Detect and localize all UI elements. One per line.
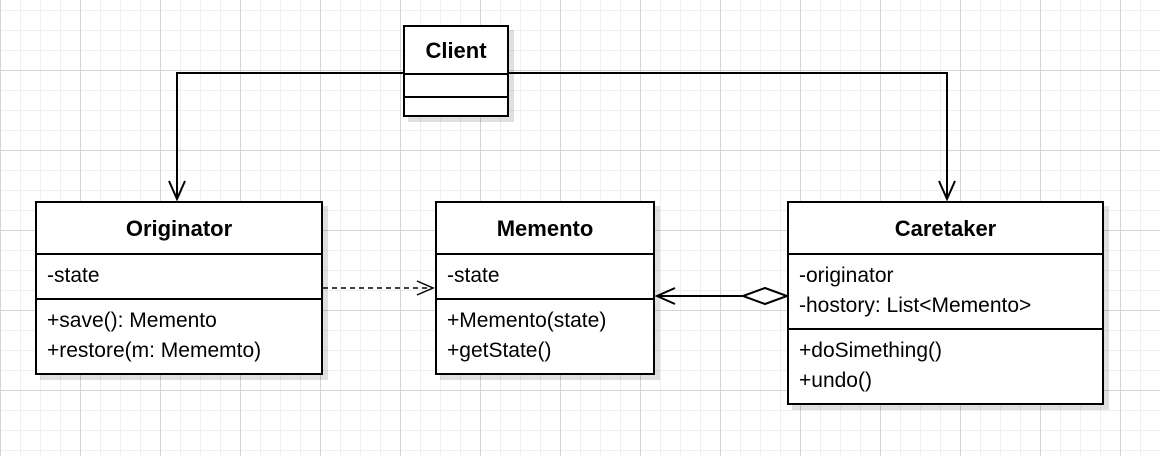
association-client-originator[interactable] [168, 72, 403, 202]
operations-section: +save(): Memento +restore(m: Mememto) [37, 300, 321, 366]
operation: +save(): Memento [47, 309, 217, 332]
association-client-caretaker[interactable] [509, 72, 956, 202]
open-arrowhead [168, 180, 186, 202]
attributes-section [405, 75, 507, 98]
operations-section: +Memento(state) +getState() [437, 300, 653, 366]
operation: +doSimething() [799, 339, 942, 362]
aggregation-diamond [740, 286, 790, 306]
class-caretaker[interactable]: Caretaker -originator -hostory: List<Mem… [787, 201, 1104, 405]
class-name: Originator [37, 203, 321, 255]
attribute: -state [447, 264, 500, 287]
open-arrowhead [654, 287, 676, 305]
attributes-section: -state [37, 255, 321, 300]
class-client[interactable]: Client [403, 25, 509, 117]
operation: +Memento(state) [447, 309, 607, 332]
dependency-originator-memento[interactable] [323, 280, 435, 296]
operations-section: +doSimething() +undo() [789, 330, 1102, 396]
operations-section [405, 98, 507, 117]
operation: +restore(m: Mememto) [47, 339, 262, 362]
class-name: Caretaker [789, 203, 1102, 255]
class-memento[interactable]: Memento -state +Memento(state) +getState… [435, 201, 655, 375]
operation: +undo() [799, 369, 872, 392]
class-name: Memento [437, 203, 653, 255]
aggregation-caretaker-memento[interactable] [654, 286, 790, 306]
attributes-section: -state [437, 255, 653, 300]
open-arrowhead [938, 180, 956, 202]
open-arrowhead [416, 280, 435, 296]
operation: +getState() [447, 339, 552, 362]
attribute: -originator [799, 264, 894, 287]
attribute: -state [47, 264, 100, 287]
attribute: -hostory: List<Memento> [799, 294, 1032, 317]
class-originator[interactable]: Originator -state +save(): Memento +rest… [35, 201, 323, 375]
attributes-section: -originator -hostory: List<Memento> [789, 255, 1102, 330]
class-name: Client [405, 27, 507, 75]
